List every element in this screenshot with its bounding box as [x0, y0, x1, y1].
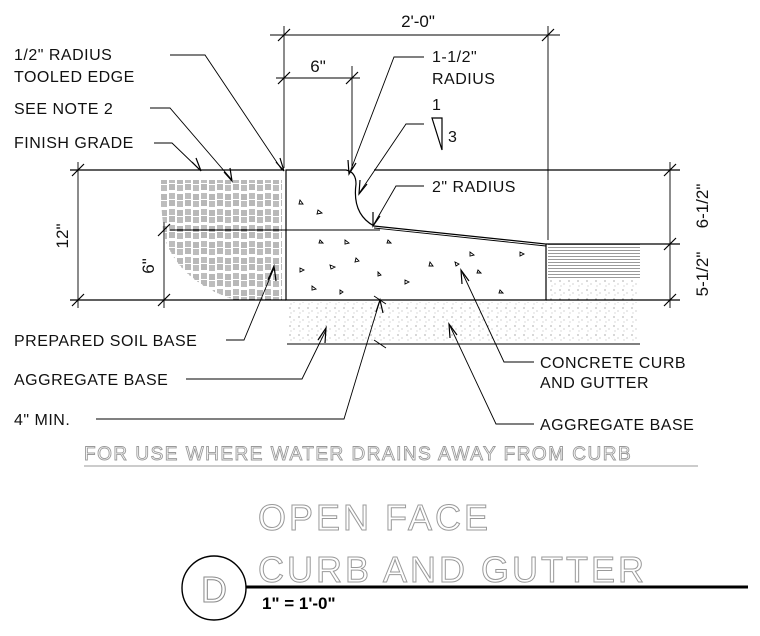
aggregate-base-hatch	[287, 278, 640, 345]
slope-run-label: 3	[448, 129, 457, 146]
dim-total-height: 12"	[53, 162, 85, 308]
dim-soil-height: 6"	[139, 222, 171, 308]
callout-finish-grade: FINISH GRADE	[14, 135, 202, 172]
callout-half-radius-line2: TOOLED EDGE	[14, 69, 135, 86]
callout-radius-1-5-line1: 1-1/2"	[432, 49, 477, 66]
pavement-hatch	[548, 244, 640, 278]
detail-bubble: D	[181, 555, 247, 621]
slope-rise-label: 1	[432, 97, 441, 114]
callout-half-radius-line1: 1/2" RADIUS	[14, 47, 112, 64]
dim-top-width-label: 6"	[310, 57, 326, 76]
detail-title: OPEN FACE CURB AND GUTTER	[258, 497, 647, 591]
soil-hatch	[160, 180, 282, 300]
dim-total-height-label: 12"	[53, 224, 72, 249]
callout-radius-2-label: 2" RADIUS	[432, 179, 516, 196]
dim-soil-height-label: 6"	[139, 258, 158, 274]
callout-concrete-line2: AND GUTTER	[540, 375, 649, 392]
callout-prepared-soil: PREPARED SOIL BASE	[14, 263, 277, 350]
callout-prepared-soil-label: PREPARED SOIL BASE	[14, 333, 197, 350]
callout-radius-1-5: 1-1/2" RADIUS	[347, 49, 495, 176]
callout-aggregate-right: AGGREGATE BASE	[448, 321, 694, 434]
callout-aggregate-left: AGGREGATE BASE	[14, 325, 327, 389]
callout-finish-grade-label: FINISH GRADE	[14, 135, 134, 152]
callout-concrete-line1: CONCRETE CURB	[540, 355, 686, 372]
callout-concrete: CONCRETE CURB AND GUTTER	[460, 267, 686, 392]
callout-slope-leader	[358, 123, 424, 196]
title-line1: OPEN FACE	[258, 497, 491, 538]
callout-see-note-label: SEE NOTE 2	[14, 101, 113, 118]
callout-min-depth: 4" MIN.	[14, 295, 387, 429]
callout-radius-1-5-line2: RADIUS	[432, 71, 495, 88]
dim-overall-width-label: 2'-0"	[401, 12, 435, 31]
dim-overall-width: 2'-0"	[270, 12, 560, 240]
title-line2: CURB AND GUTTER	[258, 549, 647, 590]
callout-aggregate-right-label: AGGREGATE BASE	[540, 417, 694, 434]
detail-letter: D	[201, 569, 227, 610]
callout-aggregate-left-label: AGGREGATE BASE	[14, 372, 168, 389]
callout-half-radius: 1/2" RADIUS TOOLED EDGE	[14, 47, 285, 172]
dim-top-width: 6"	[276, 57, 360, 168]
dim-curb-upper-label: 6-1/2"	[693, 184, 712, 229]
dim-curb-lower-label: 5-1/2"	[693, 252, 712, 297]
scale-label: 1" = 1'-0"	[262, 594, 336, 613]
callout-see-note: SEE NOTE 2	[14, 101, 233, 183]
callout-radius-2: 2" RADIUS	[372, 179, 516, 228]
slope-indicator: 1 3	[431, 97, 457, 151]
dim-curb-right: 6-1/2" 5-1/2"	[663, 162, 712, 308]
callout-min-depth-label: 4" MIN.	[14, 412, 70, 429]
drainage-note-text: FOR USE WHERE WATER DRAINS AWAY FROM CUR…	[84, 444, 632, 465]
drainage-note: FOR USE WHERE WATER DRAINS AWAY FROM CUR…	[84, 444, 698, 467]
